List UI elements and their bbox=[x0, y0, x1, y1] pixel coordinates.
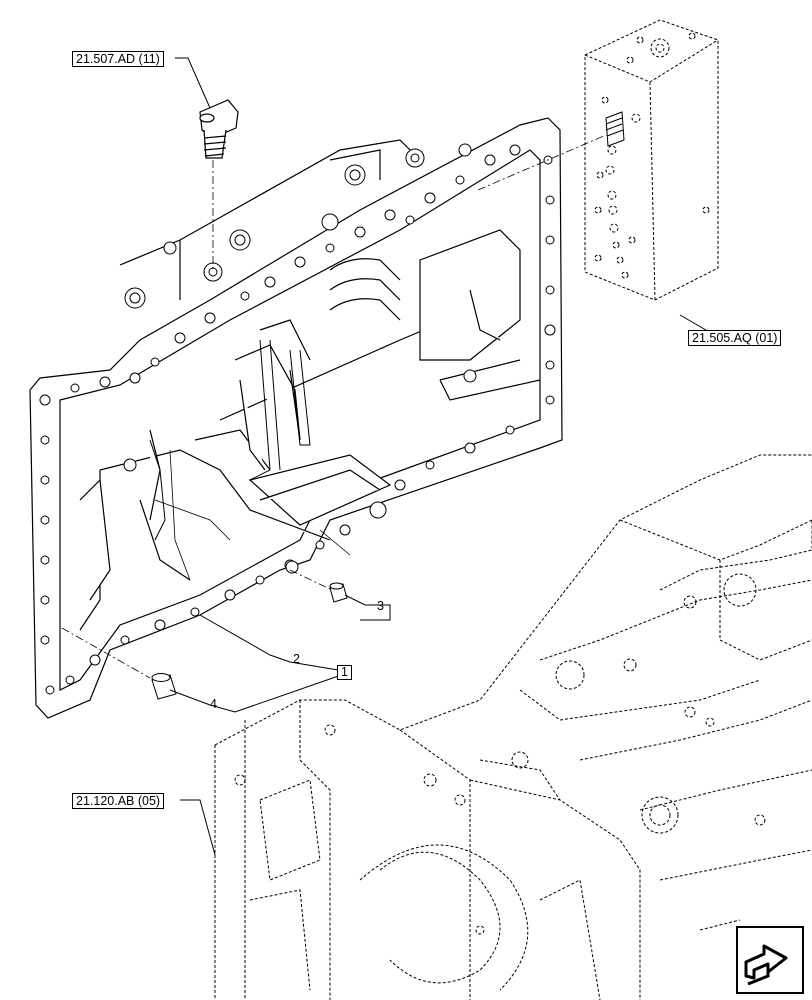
sensor-part bbox=[199, 99, 239, 159]
callout-item-3: 3 bbox=[377, 599, 384, 613]
callout-item-4: 4 bbox=[210, 697, 217, 711]
dowel-pin-3 bbox=[329, 582, 348, 603]
internal-pipes bbox=[149, 339, 311, 541]
valve-fitting bbox=[605, 111, 625, 147]
arrow-icon[interactable] bbox=[736, 926, 804, 994]
housing-reference-label[interactable]: 21.120.AB (05) bbox=[72, 793, 165, 809]
pin-axis-lines bbox=[61, 569, 333, 679]
arrow-icon-glyph bbox=[744, 944, 788, 986]
transmission-housing-phantom bbox=[214, 454, 812, 1000]
valve-axis-line bbox=[477, 134, 607, 191]
callout-item-2: 2 bbox=[293, 652, 300, 666]
valve-reference-label[interactable]: 21.505.AQ (01) bbox=[688, 330, 782, 346]
callout-item-1: 1 bbox=[337, 665, 352, 680]
valve-block bbox=[584, 19, 719, 301]
flange-holes bbox=[39, 143, 556, 695]
sensor-reference-label[interactable]: 21.507.AD (11) bbox=[72, 51, 164, 67]
dowel-pin-4 bbox=[151, 673, 177, 700]
hatched-details bbox=[154, 449, 351, 581]
main-housing bbox=[29, 117, 563, 719]
